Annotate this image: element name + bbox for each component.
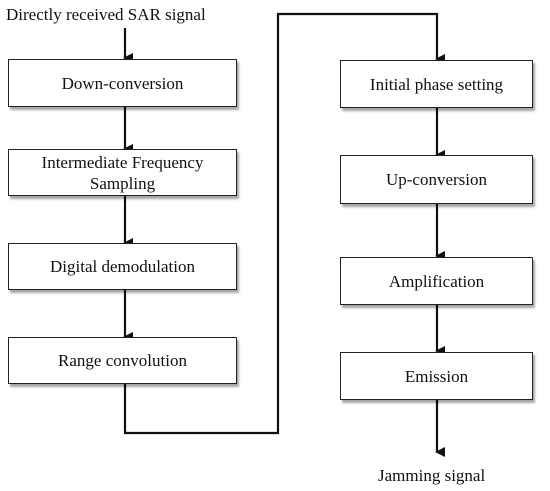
step-amplification: Amplification [340,257,533,305]
input-signal-label: Directly received SAR signal [6,5,206,24]
step-up-conversion: Up-conversion [340,155,533,204]
step-down-conversion: Down-conversion [8,59,237,107]
step-digital-demodulation: Digital demodulation [8,243,237,290]
output-signal-label: Jamming signal [378,466,486,485]
step-intermediate-frequency-sampling: Intermediate Frequency Sampling [8,149,237,196]
step-range-convolution: Range convolution [8,337,237,384]
step-emission: Emission [340,352,533,400]
step-initial-phase-setting: Initial phase setting [340,60,533,108]
connector-left-to-right-column [123,12,445,435]
